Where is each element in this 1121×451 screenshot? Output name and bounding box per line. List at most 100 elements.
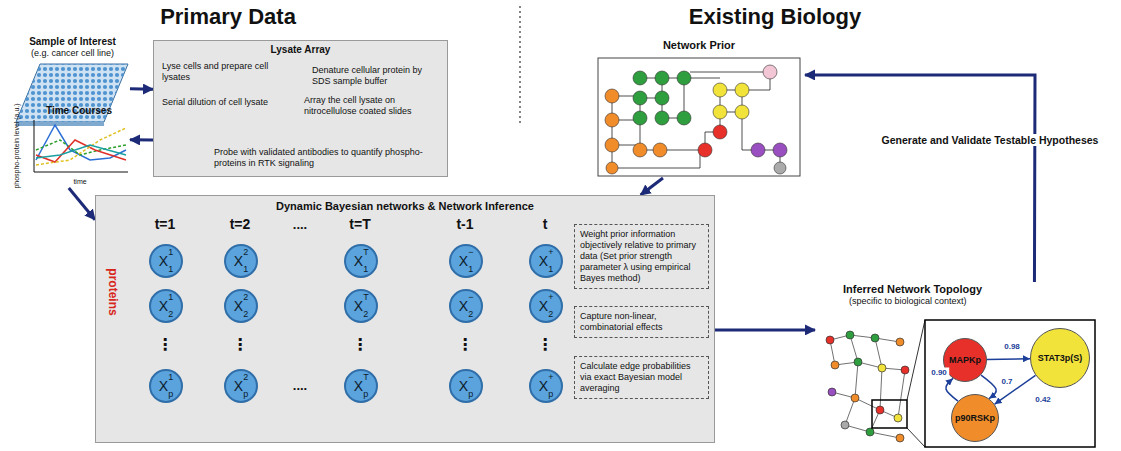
variable-name: X [234,378,243,394]
section-divider [519,6,520,125]
edge-probability: 0.98 [1002,342,1022,351]
variable-symbol: X12 [159,297,168,315]
time-index: + [548,292,553,302]
node-title: STAT3p(S) [1038,353,1083,363]
protein-node: X− p [449,369,483,403]
diagram-label: .... [293,217,307,232]
connector-arrow [641,178,663,195]
time-index: T [363,247,369,257]
time-index: 2 [243,292,248,302]
node-title: Calculate edge probabilities via exact B… [580,361,703,394]
diagram-label: t [543,216,548,232]
protein-circle: MAPKp [943,338,987,382]
variable-name: X [354,298,363,314]
node-subtitle: (specific to biological context) [815,296,1100,307]
protein-index: p [168,389,173,399]
time-index: T [363,372,369,382]
method-note: Weight prior information objectively rel… [574,224,709,289]
well-plate [16,64,128,126]
diagram-label: ⋮ [352,337,368,353]
variable-symbol: X−p [459,377,468,395]
edge-probability: 0.42 [1033,395,1053,404]
variable-name: X [539,253,548,269]
diagram-label: t=1 [155,216,176,232]
protein-index: p [468,389,473,399]
variable-symbol: X+p [539,377,548,395]
protein-node: X11 [149,244,183,278]
protein-index: 1 [468,264,473,274]
connector-arrow [130,87,153,91]
protein-index: 1 [243,264,248,274]
time-index: + [548,247,553,257]
protein-circle: p90RSKp [951,394,999,442]
network-prior-graph [598,58,800,176]
connector-arrow [946,378,958,401]
node-title: p90RSKp [955,413,995,423]
variable-symbol: X−2 [459,297,468,315]
variable-symbol: XT1 [354,252,363,270]
protein-index: 2 [468,309,473,319]
node-title: Weight prior information objectively rel… [580,229,703,284]
node-title: MAPKp [949,355,981,365]
network-prior: Network Prior [593,38,805,178]
time-index: − [468,292,473,302]
inferred-network-graph [826,320,1095,447]
axis-label: phospho-protein level (a.u.) [13,103,20,188]
protein-index: p [243,389,248,399]
node-title: Array the cell lysate on nitrocellulose … [304,95,444,117]
protein-index: p [548,389,553,399]
time-index: 1 [168,292,173,302]
time-index: 2 [243,247,248,257]
connector-arrow [69,188,95,220]
connector-arrow [715,328,815,331]
edge-probability: 0.7 [999,377,1014,386]
protein-circle: STAT3p(S) [1030,328,1090,388]
variable-symbol: X−1 [459,252,468,270]
variable-symbol: X21 [234,252,243,270]
variable-symbol: X1p [159,377,168,395]
method-note: Capture non-linear, combinatorial effect… [574,306,709,338]
protein-node: XTp [344,369,378,403]
variable-symbol: XTp [354,377,363,395]
node-title: Lysate Array [154,41,447,55]
protein-node: X+ p [529,369,563,403]
variable-symbol: X22 [234,297,243,315]
protein-node: X2 p [224,369,258,403]
time-index: 1 [168,372,173,382]
edge-probability: 0.90 [929,368,949,377]
protein-node: X21 [224,244,258,278]
diagram-label: ⋮ [457,337,473,353]
time-index: − [468,372,473,382]
diagram-label: ⋮ [157,337,173,353]
protocol-step: Lyse cells and prepare cell lysates [162,61,277,83]
protein-node: X1p [149,369,183,403]
protein-index: 2 [243,309,248,319]
node-title: Probe with validated antibodies to quant… [214,147,446,169]
variable-name: X [354,253,363,269]
time-index: 2 [243,372,248,382]
time-course-plot [34,120,128,172]
diagram-label: .... [293,378,307,393]
time-index: + [548,372,553,382]
edge-label: Generate and Validate Testable Hypothese… [880,134,1101,146]
variable-symbol: X+2 [539,297,548,315]
variable-name: X [354,378,363,394]
connector-arrow [987,358,1030,360]
protocol-step: Probe with validated antibodies to quant… [214,147,446,169]
node-subtitle: (e.g. cancer cell line) [15,48,130,59]
diagram-label: ⋮ [232,337,248,353]
variable-name: X [459,378,468,394]
variable-name: X [539,378,548,394]
time-index: 1 [168,247,173,257]
axis-label: time [73,178,86,185]
inferred-network: Inferred Network Topology(specific to bi… [815,282,1100,449]
protocol-step: Denature cellular protein by SDS sample … [312,65,442,87]
lysate-array-panel: Lysate ArrayLyse cells and prepare cell … [153,40,448,177]
time-index: T [363,292,369,302]
node-title: Network Prior [593,38,805,52]
protein-node: X12 [149,289,183,323]
variable-symbol: X2p [234,377,243,395]
section-heading: Existing Biology [689,4,861,30]
variable-name: X [539,298,548,314]
node-title: Time Courses [28,105,130,117]
